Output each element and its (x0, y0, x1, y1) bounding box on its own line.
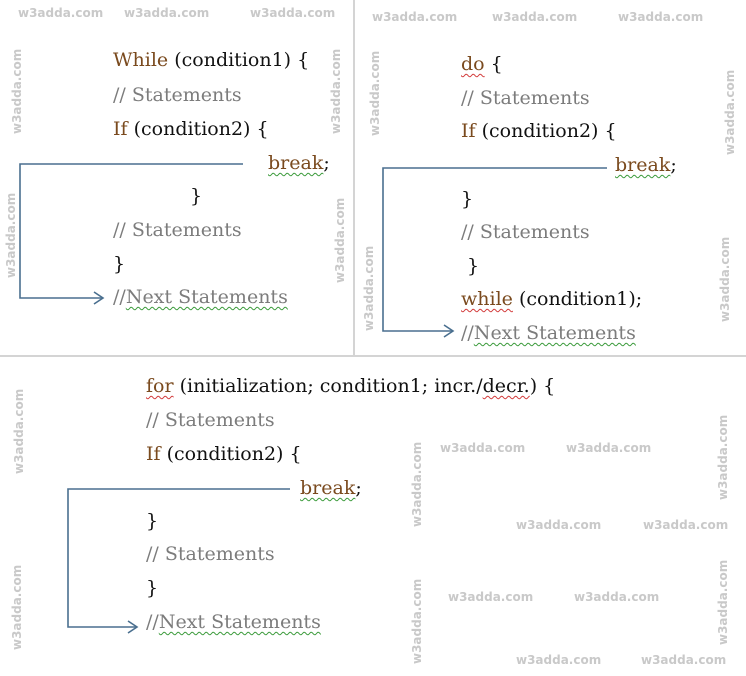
keyword: If (146, 443, 161, 465)
for-header-text: (initialization; condition1; incr./ (173, 375, 483, 397)
while-line-1: While (condition1) { (113, 49, 309, 72)
while-line-4: break; (268, 152, 330, 175)
break-keyword: break (300, 477, 356, 499)
watermark: w3adda.com (643, 518, 729, 532)
comment-prefix: // (461, 322, 474, 344)
keyword: If (461, 120, 476, 142)
while-break-arrow (19, 163, 243, 299)
comment-prefix: // (113, 286, 126, 308)
watermark: w3adda.com (492, 10, 578, 24)
for-line-4: break; (300, 477, 362, 500)
watermark: w3adda.com (250, 6, 336, 20)
watermark: w3adda.com (566, 441, 652, 455)
do-while-line-4: break; (615, 154, 677, 177)
for-line-3: If (condition2) { (146, 443, 302, 466)
comment-prefix: // (146, 611, 159, 633)
for-header-end: ) { (529, 375, 556, 397)
for-line-6: // Statements (146, 543, 275, 565)
for-line-7: } (146, 577, 159, 599)
do-while-line-3: If (condition2) { (461, 120, 617, 143)
watermark: w3adda.com (516, 653, 602, 667)
while-line-8: //Next Statements (113, 286, 288, 309)
for-line-1: for (initialization; condition1; incr./d… (146, 375, 555, 398)
while-line-2: // Statements (113, 84, 242, 106)
do-while-line-7: } (467, 255, 480, 277)
do-while-line-5: } (461, 188, 474, 210)
do-while-line-8: while (condition1); (461, 288, 642, 311)
condition-text: (condition2) { (160, 443, 302, 465)
condition-text: (condition2) { (475, 120, 617, 142)
keyword: for (146, 375, 174, 397)
next-statements: Next Statements (473, 322, 636, 344)
keyword: while (461, 288, 513, 310)
for-line-2: // Statements (146, 409, 275, 431)
watermark: w3adda.com (516, 518, 602, 532)
keyword: While (113, 49, 169, 71)
decr-text: decr. (482, 375, 530, 397)
watermark: w3adda.com (618, 10, 704, 24)
watermark: w3adda.com (18, 6, 104, 20)
semicolon: ; (323, 152, 330, 174)
next-statements: Next Statements (125, 286, 288, 308)
do-while-line-9: //Next Statements (461, 322, 636, 345)
break-keyword: break (615, 154, 671, 176)
do-while-line-6: // Statements (461, 221, 590, 243)
condition-text: (condition1) { (168, 49, 310, 71)
do-while-arrowhead (443, 324, 455, 338)
horizontal-divider (0, 355, 746, 357)
condition-text: (condition1); (512, 288, 643, 310)
for-line-8: //Next Statements (146, 611, 321, 634)
vertical-divider (353, 0, 355, 356)
next-statements: Next Statements (158, 611, 321, 633)
for-line-5: } (146, 510, 159, 532)
watermark: w3adda.com (448, 590, 534, 604)
break-keyword: break (268, 152, 324, 174)
keyword: do (461, 53, 485, 75)
while-line-5: } (190, 185, 203, 207)
watermark: w3adda.com (641, 653, 727, 667)
watermark: w3adda.com (124, 6, 210, 20)
while-line-6: // Statements (113, 219, 242, 241)
watermark: w3adda.com (440, 441, 526, 455)
do-while-line-1: do { (461, 53, 503, 76)
while-line-3: If (condition2) { (113, 118, 269, 141)
keyword: If (113, 118, 128, 140)
while-line-7: } (113, 253, 126, 275)
semicolon: ; (670, 154, 677, 176)
for-arrowhead (127, 620, 139, 634)
do-while-line-2: // Statements (461, 87, 590, 109)
watermark: w3adda.com (372, 10, 458, 24)
do-while-break-arrow (382, 167, 607, 332)
for-break-arrow (67, 488, 290, 628)
watermark: w3adda.com (574, 590, 660, 604)
semicolon: ; (355, 477, 362, 499)
condition-text: (condition2) { (127, 118, 269, 140)
while-arrowhead (93, 291, 105, 305)
brace-text: { (484, 53, 503, 75)
